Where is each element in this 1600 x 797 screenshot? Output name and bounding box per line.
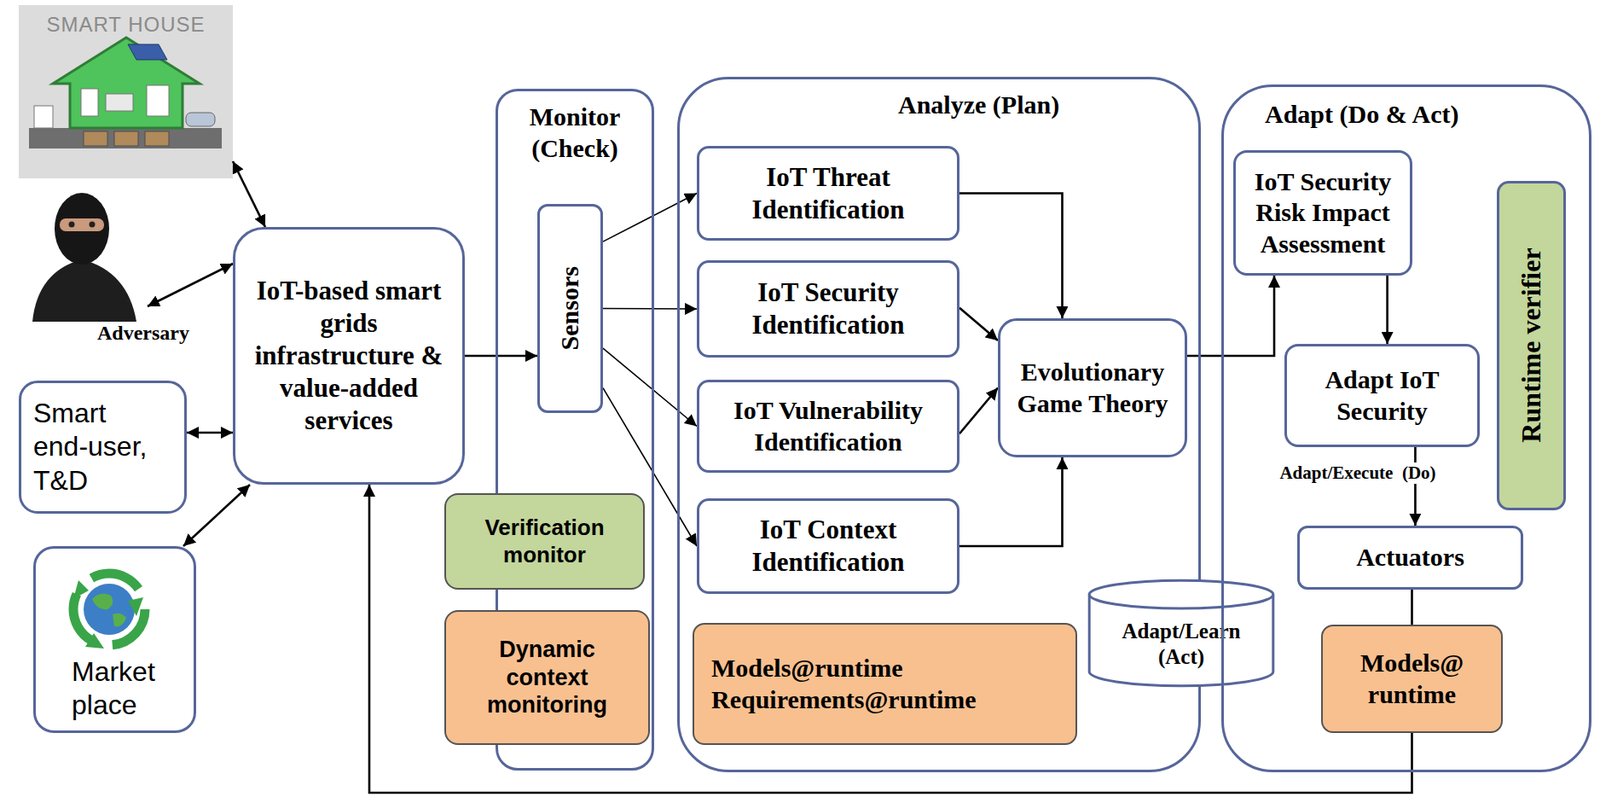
node-label: Sensors xyxy=(554,266,586,350)
node-label: IoT-based smart grids infrastructure & v… xyxy=(248,274,450,436)
adversary-illustration xyxy=(32,192,137,322)
connector-arrow xyxy=(232,161,266,227)
infrastructure-box: IoT-based smart grids infrastructure & v… xyxy=(232,226,465,485)
connector-arrow xyxy=(959,307,998,341)
node-label: Smart end-user, T&D xyxy=(33,396,162,497)
analyze-panel: Analyze (Plan) IoT Threat IdentificationI… xyxy=(677,76,1201,772)
learn-store-cylinder: Adapt/Learn (Act) xyxy=(1087,579,1276,687)
game-theory-box: Evolutionary Game Theory xyxy=(997,318,1188,458)
appliance xyxy=(146,85,169,116)
process-box: IoT Threat Identification xyxy=(696,145,960,241)
eye xyxy=(89,221,96,228)
models-box: Models@ runtime xyxy=(1321,624,1503,733)
node-label: Actuators xyxy=(1356,541,1465,574)
connector-arrow xyxy=(369,484,1413,793)
picture-caption: SMART HOUSE xyxy=(46,11,205,37)
cylinder-top xyxy=(1089,579,1274,609)
smart-house-illustration xyxy=(18,5,233,179)
end-user-box: Smart end-user, T&D xyxy=(18,380,187,514)
connector-arrow xyxy=(1410,589,1414,625)
smart-house-picture: SMART HOUSE xyxy=(18,5,233,179)
models-box: Models@runtime Requirements@runtime xyxy=(692,622,1078,745)
node-label: Models@ runtime xyxy=(1331,647,1493,710)
market-place-box: Market place xyxy=(33,545,197,733)
globe xyxy=(83,583,135,635)
connector-arrow xyxy=(602,347,697,426)
connector-arrow xyxy=(602,307,697,310)
picture-caption: Adversary xyxy=(97,320,190,346)
battery xyxy=(114,131,139,146)
battery xyxy=(83,131,108,146)
connector-arrow xyxy=(183,484,250,546)
recycle-arrows xyxy=(73,573,145,645)
verification-monitor-box: Verification monitor xyxy=(444,492,645,590)
connector-arrow xyxy=(1414,446,1417,526)
node-label: IoT Vulnerability Identification xyxy=(707,394,949,458)
edge-label: Adapt/Execute (Do) xyxy=(1276,462,1438,484)
fuel-cell xyxy=(34,105,53,128)
connector-arrow xyxy=(464,354,538,358)
panel-title: Adapt (Do & Act) xyxy=(1264,98,1459,131)
arrow-tip xyxy=(85,632,105,649)
node-label: IoT Security Identification xyxy=(707,276,949,342)
panel-title: Monitor (Check) xyxy=(504,101,645,164)
battery xyxy=(144,131,169,146)
recycle-globe-icon xyxy=(73,573,145,649)
adversary-head xyxy=(54,192,110,265)
connector-arrow xyxy=(186,431,233,435)
appliance xyxy=(81,88,99,116)
node-label: IoT Security Risk Impact Assessment xyxy=(1244,166,1402,261)
node-label: Market place xyxy=(71,655,179,722)
picture-ground xyxy=(18,5,233,179)
process-box: IoT Vulnerability Identification xyxy=(696,379,960,473)
monitor-panel: Monitor (Check)SensorsVerification monit… xyxy=(495,88,655,771)
connector-arrow xyxy=(147,263,233,307)
connector-arrow xyxy=(602,193,697,243)
node-label: Dynamic context monitoring xyxy=(472,635,622,720)
connector-arrow xyxy=(959,193,1062,319)
process-box: IoT Security Risk Impact Assessment xyxy=(1233,150,1413,276)
arrow-tip xyxy=(127,597,144,616)
solar-panel xyxy=(127,44,168,60)
eye-slit xyxy=(59,218,105,232)
process-box: IoT Context Identification xyxy=(696,498,960,594)
node-label: Adapt IoT Security xyxy=(1295,364,1469,427)
globe-land xyxy=(92,593,127,627)
connector-arrow xyxy=(959,388,998,435)
node-label: Verification monitor xyxy=(459,514,631,569)
car xyxy=(185,112,215,127)
appliance xyxy=(105,93,134,111)
adversary-body xyxy=(32,259,137,322)
actuators-box: Actuators xyxy=(1297,525,1524,590)
connector-arrow xyxy=(959,457,1062,546)
node-label: Adapt/Learn (Act) xyxy=(1104,618,1258,671)
node-label: IoT Threat Identification xyxy=(707,161,949,227)
runtime-verifier-box: Runtime verifier xyxy=(1496,180,1566,511)
sensors-box: Sensors xyxy=(537,203,603,413)
connector-arrow xyxy=(1385,275,1389,344)
panel-title: Analyze (Plan) xyxy=(898,89,1060,122)
process-box: Adapt IoT Security xyxy=(1284,343,1480,447)
node-label: Models@runtime Requirements@runtime xyxy=(711,652,1059,715)
node-label: Runtime verifier xyxy=(1514,248,1548,443)
arrow-tip xyxy=(73,579,89,599)
house-body xyxy=(52,37,200,128)
adversary-picture: Adversary xyxy=(18,183,148,322)
house-base xyxy=(28,127,222,149)
node-label: IoT Context Identification xyxy=(707,513,949,579)
eye xyxy=(69,221,76,228)
process-box: IoT Security Identification xyxy=(696,260,960,358)
adapt-panel: Adapt (Do & Act) IoT Security Risk Impact… xyxy=(1221,84,1592,772)
node-label: Evolutionary Game Theory xyxy=(1007,356,1178,419)
context-monitoring-box: Dynamic context monitoring xyxy=(444,609,650,745)
